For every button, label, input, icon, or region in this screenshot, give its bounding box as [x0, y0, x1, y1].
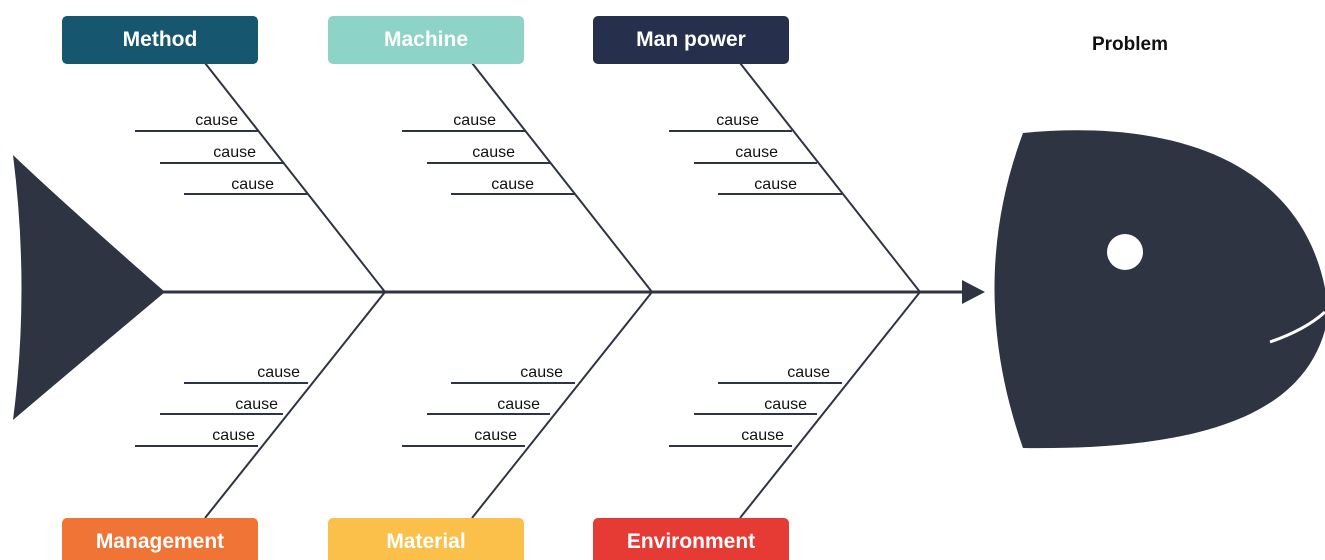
- bone-material: [471, 291, 653, 519]
- bone-machine: [471, 62, 653, 293]
- category-material-label: Material: [386, 530, 466, 553]
- cause-label: cause: [472, 144, 515, 161]
- cause-label: cause: [764, 396, 807, 413]
- category-environment: Environment: [593, 518, 789, 560]
- bone-manpower: [739, 62, 921, 293]
- bone-environment: [739, 291, 921, 519]
- category-machine: Machine: [328, 16, 524, 64]
- cause-label: cause: [235, 396, 278, 413]
- bone-management: [204, 291, 386, 519]
- cause-label: cause: [754, 176, 797, 193]
- fish-eye-icon: [1107, 234, 1143, 270]
- fish-tail-icon: [13, 155, 165, 420]
- spine-arrowhead-icon: [962, 280, 985, 304]
- cause-label: cause: [735, 144, 778, 161]
- category-management: Management: [62, 518, 258, 560]
- category-management-label: Management: [95, 530, 225, 553]
- cause-label: cause: [213, 144, 256, 161]
- cause-label: cause: [195, 112, 238, 129]
- category-environment-label: Environment: [626, 530, 756, 553]
- cause-label: cause: [741, 427, 784, 444]
- cause-label: cause: [231, 176, 274, 193]
- category-method: Method: [62, 16, 258, 64]
- problem-label: Problem: [1091, 34, 1169, 55]
- cause-label: cause: [212, 427, 255, 444]
- category-method-label: Method: [122, 28, 198, 51]
- cause-label: cause: [257, 364, 300, 381]
- cause-label: cause: [474, 427, 517, 444]
- category-manpower: Man power: [593, 16, 789, 64]
- fish-head-icon: [994, 130, 1325, 449]
- cause-label: cause: [491, 176, 534, 193]
- category-machine-label: Machine: [383, 28, 469, 51]
- cause-label: cause: [453, 112, 496, 129]
- cause-label: cause: [716, 112, 759, 129]
- fish-mouth-line: [1269, 310, 1325, 344]
- cause-label: cause: [520, 364, 563, 381]
- category-manpower-label: Man power: [636, 28, 746, 51]
- category-material: Material: [328, 518, 524, 560]
- cause-label: cause: [497, 396, 540, 413]
- bone-method: [204, 62, 386, 293]
- cause-label: cause: [787, 364, 830, 381]
